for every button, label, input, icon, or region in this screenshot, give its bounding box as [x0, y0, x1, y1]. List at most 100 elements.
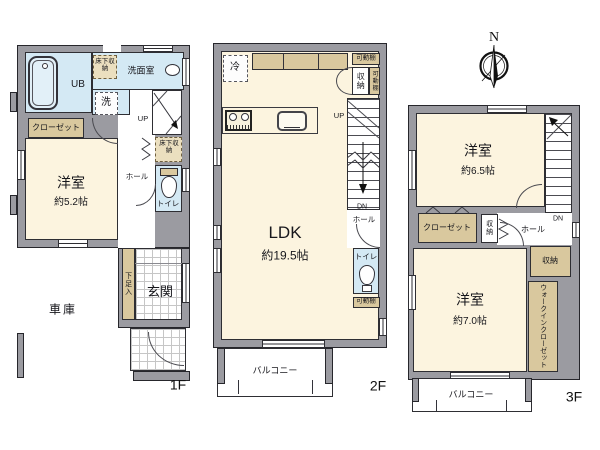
- balcony-3f-wall-left: [412, 378, 419, 402]
- window-2f-right: [379, 318, 387, 336]
- opening-1f-top: [103, 45, 121, 52]
- floor3-label: 3F: [565, 388, 583, 405]
- stairs-1f-arrow-icon: [152, 90, 182, 135]
- bedroom2-3f-area: 約7.0帖: [453, 315, 487, 327]
- bedroom-1f-area: 約5.2帖: [54, 196, 88, 208]
- balcony-2f-tick-2: [312, 380, 313, 394]
- window-2f-left-2: [213, 225, 221, 240]
- toilet-label-1f: トイレ: [156, 199, 180, 209]
- underfloor-storage-mid-label: 床下収納: [159, 140, 179, 155]
- garage-label: 車庫: [48, 302, 78, 317]
- window-3f-top: [487, 105, 527, 113]
- closet-1f: [28, 118, 84, 138]
- window-3f-left-2: [408, 275, 416, 310]
- window-1f-right-toilet: [182, 168, 190, 192]
- movable-shelf-bottom-label: 可動棚: [356, 297, 376, 305]
- unit-bath-label: UB: [71, 78, 85, 90]
- hall-label-1f: ホール: [125, 172, 149, 182]
- closet-3f-label: クローゼット: [423, 222, 471, 232]
- balcony-3f: [412, 378, 532, 412]
- balcony-3f-tick-1: [436, 400, 437, 411]
- floor1-garage-wall-stub: [17, 333, 24, 378]
- bedroom1-3f-area: 約6.5帖: [461, 165, 495, 177]
- cabinet-divider-1: [283, 53, 284, 70]
- window-1f-right-wash: [182, 58, 190, 86]
- cabinet-divider-2: [318, 53, 319, 70]
- hall-upper-1f: [130, 90, 152, 115]
- stove-burner-2: [241, 113, 249, 121]
- refrigerator-label: 冷: [230, 61, 240, 73]
- storage-hall-3f: [481, 214, 498, 243]
- balcony-2f-label: バルコニー: [252, 365, 298, 376]
- floor2-label: 2F: [369, 377, 387, 394]
- kitchen-sink-edge: [284, 127, 300, 128]
- floor2-plan: 冷 可動棚 収納 可動棚 UP DN ホール トイレ 可動棚 LDK 約1: [210, 40, 390, 402]
- stairs-3f-arrow-icon: [546, 114, 572, 140]
- laundry-space: [95, 92, 118, 115]
- floor1-left-stub-1: [10, 92, 17, 112]
- window-2f-bottom: [262, 340, 325, 348]
- dn-label-2f: DN: [356, 203, 368, 211]
- entrance-floor: [135, 248, 182, 320]
- room-bedroom2-3f: [413, 248, 527, 372]
- storage-2f: [352, 67, 369, 95]
- balcony-3f-tick-2: [506, 400, 507, 411]
- porch-step: [133, 371, 190, 381]
- underfloor-storage-top-label: 床下収納: [95, 58, 115, 73]
- hall-1f: [118, 115, 155, 248]
- shoe-cabinet-label: 下足入: [124, 272, 132, 296]
- storage-hall-3f-label: 収納: [485, 220, 493, 236]
- walk-in-closet: [528, 281, 558, 372]
- kitchen-cabinet: [252, 53, 348, 70]
- window-2f-left-1: [213, 148, 221, 166]
- bedroom1-3f-name: 洋室: [464, 142, 492, 159]
- toilet-icon-2f: [359, 265, 375, 285]
- entrance-step-line: [135, 263, 182, 264]
- movable-shelf-side-label: 可動棚: [371, 70, 378, 92]
- compass-icon: N: [479, 30, 509, 89]
- stairs-3f: [545, 113, 572, 213]
- balcony-3f-label: バルコニー: [448, 389, 494, 400]
- walk-in-closet-label: ウォークインクローゼット: [539, 284, 547, 368]
- closet-3f: [418, 213, 477, 243]
- underfloor-storage-top: [93, 55, 117, 79]
- refrigerator-space: [223, 55, 248, 82]
- window-1f-bottom: [58, 239, 88, 248]
- movable-shelf-top: [352, 53, 380, 65]
- movable-shelf-bottom: [353, 297, 380, 308]
- stove-burner-1: [229, 113, 237, 121]
- storage-3f-label: 収納: [542, 255, 558, 265]
- floor3-plan: 洋室 約6.5帖 DN ホール クローゼット 収納 収納 洋室 約7.0帖 ウォ…: [406, 100, 588, 416]
- storage-2f-label: 収納: [356, 72, 366, 90]
- washroom-label: 洗面室: [127, 65, 155, 76]
- balcony-2f-tick-1: [238, 380, 239, 394]
- toilet-label-2f: トイレ: [354, 252, 378, 262]
- stove-grill: [227, 125, 249, 129]
- movable-shelf-top-label: 可動棚: [356, 54, 376, 62]
- hall-label-3f: ホール: [521, 224, 545, 234]
- balcony-3f-wall-right: [525, 378, 532, 402]
- window-1f-top: [143, 45, 173, 52]
- ldk-area-label: 約19.5帖: [261, 248, 309, 263]
- up-label-1f: UP: [137, 114, 149, 124]
- room-bedroom-1f: [25, 138, 118, 240]
- balcony-2f-wall-left: [217, 348, 225, 384]
- closet-1f-label: クローゼット: [32, 122, 80, 132]
- shoe-cabinet: [122, 248, 135, 320]
- window-3f-right: [572, 222, 580, 238]
- toilet-tank-1f: [160, 168, 178, 176]
- up-label-2f: UP: [333, 111, 345, 121]
- folding-door-icon-1f: [141, 137, 151, 161]
- floor1-label: 1F: [169, 376, 187, 393]
- bedroom2-3f-name: 洋室: [456, 291, 484, 308]
- window-1f-right-entrance: [182, 263, 190, 303]
- storage-3f: [530, 246, 571, 277]
- toilet-base-2f: [362, 285, 372, 292]
- stairs-2f-arrow-icon: [347, 100, 380, 194]
- window-1f-left: [17, 150, 25, 180]
- balcony-2f-wall-right: [325, 348, 333, 384]
- entrance-label: 玄関: [146, 284, 174, 300]
- window-2f-left-3: [213, 248, 221, 273]
- washbasin-sink-icon: [165, 64, 180, 76]
